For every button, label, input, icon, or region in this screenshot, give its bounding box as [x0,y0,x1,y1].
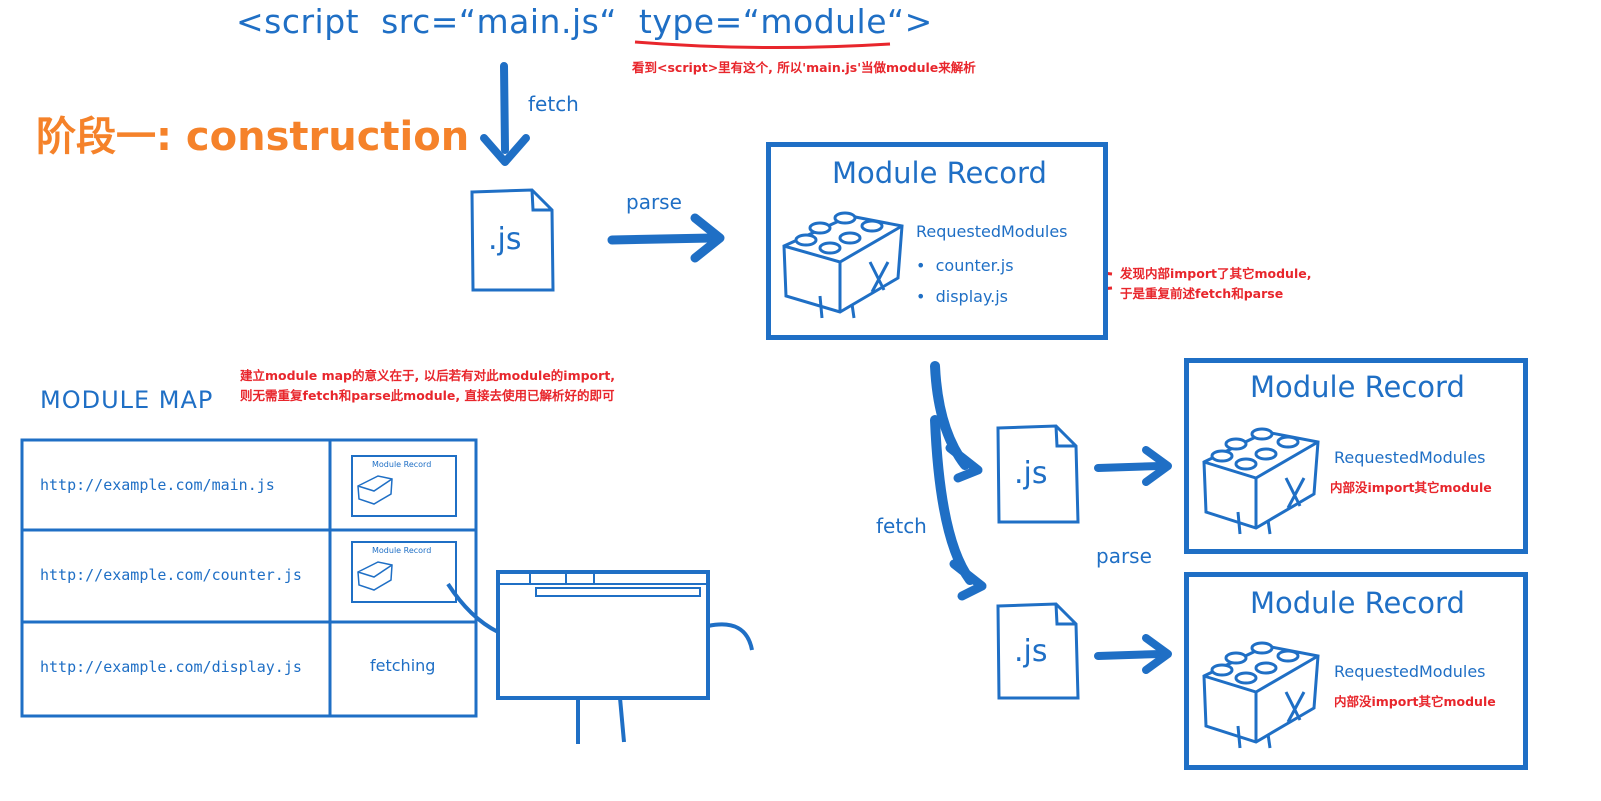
parse-arrow-display [1094,650,1164,660]
module-map-table [20,438,478,718]
module-map-state-counter: Module Record [372,546,432,555]
stage-title: 阶段一: construction [36,114,470,160]
requested-module-item-display: • display.js [916,287,1009,306]
file-icon-main [470,188,555,292]
file-icon-display [996,602,1080,700]
module-record-display-title: Module Record [1250,586,1465,620]
note-module-map: 建立module map的意义在于, 以后若有对此module的import, … [240,368,616,403]
browser-character [446,570,754,744]
module-underline [634,40,891,50]
parse-arrow-counter [1094,462,1164,472]
note-counter-no-import: 内部没import其它module [1330,480,1492,495]
note-script-module: 看到<script>里有这个, 所以'main.js'当做module来解析 [632,60,976,75]
note-display-no-import: 内部没import其它module [1334,694,1496,709]
module-map-state-display: fetching [370,656,436,675]
fetch-label-2: fetch [876,514,927,538]
note-import: 发现内部import了其它module, 于是重复前述fetch和parse [1120,266,1312,301]
module-map-url-main: http://example.com/main.js [40,476,275,494]
fetch-label: fetch [528,92,579,116]
parse-arrow [607,233,717,245]
js-file-label: .js [488,222,522,257]
requested-modules-display-label: RequestedModules [1334,662,1486,681]
requested-modules-counter-label: RequestedModules [1334,448,1486,467]
script-tag-code: <script src=“main.js“ type=“module“> [236,2,933,41]
module-record-counter-title: Module Record [1250,370,1465,404]
module-map-state-main: Module Record [372,460,432,469]
parse-label-2: parse [1096,544,1152,568]
module-map-url-counter: http://example.com/counter.js [40,566,302,584]
requested-module-item-counter: • counter.js [916,256,1014,275]
js-file-label-counter: .js [1014,456,1048,491]
module-record-title: Module Record [832,156,1047,190]
file-icon-counter [996,424,1080,524]
parse-label: parse [626,190,682,214]
module-map-url-display: http://example.com/display.js [40,658,302,676]
fetch-arrow [500,62,509,154]
module-map-title: MODULE MAP [40,386,214,414]
js-file-label-display: .js [1014,634,1048,669]
requested-modules-label: RequestedModules [916,222,1068,241]
